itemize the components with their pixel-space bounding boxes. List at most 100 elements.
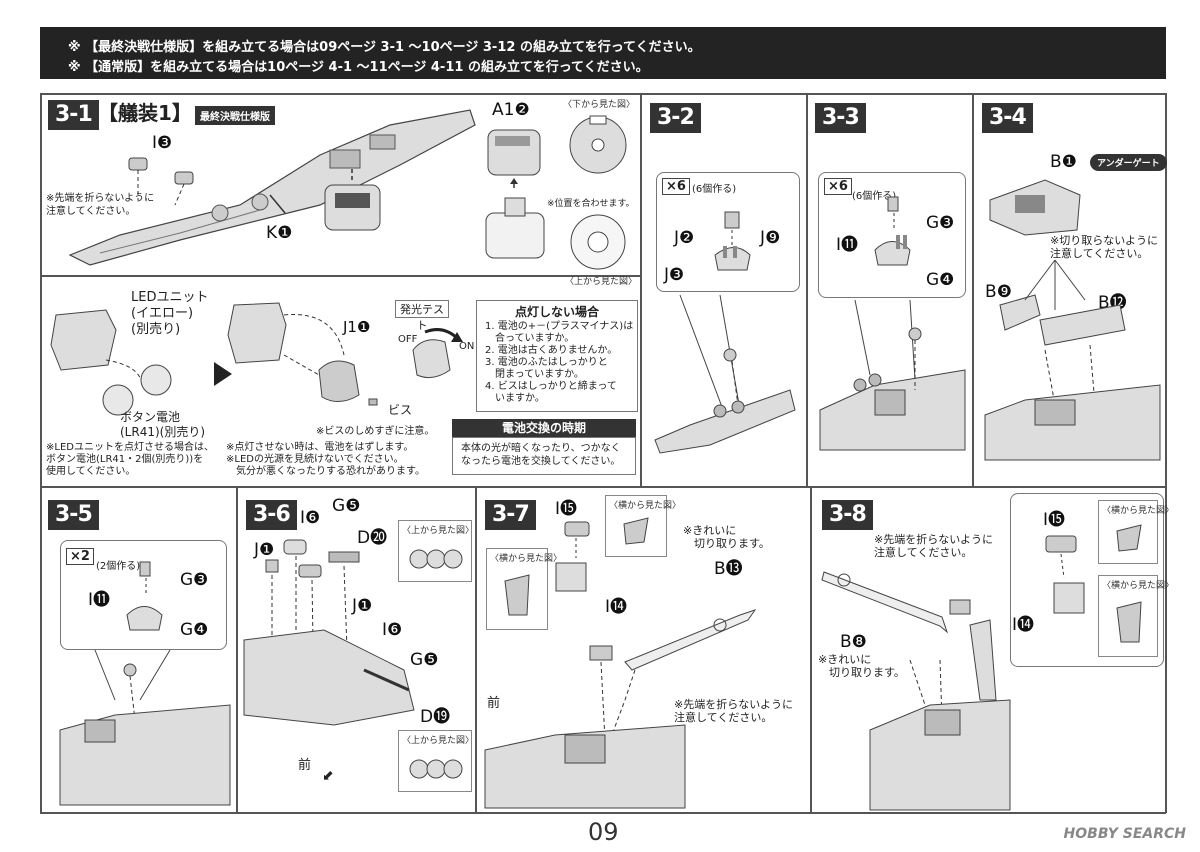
top-view-box-2: 〈上から見た図〉 [398, 730, 475, 792]
step-title-3-1: 【艤装1】 [98, 101, 192, 125]
note-unlit: ※点灯させない時は、電池をはずします。 ※LEDの光源を見続けないでください。 … [226, 442, 425, 477]
note-align: ※位置を合わせます。 [547, 199, 635, 209]
side-view-i15-illustration [623, 517, 649, 545]
note-tip-3-1: ※先端を折らないように 注意してください。 [46, 193, 155, 217]
grid-right [1165, 93, 1167, 813]
grid-3-1-split [40, 275, 640, 277]
ship-3-5-illustration [59, 649, 231, 806]
battery-title: 電池交換の時期 [452, 419, 636, 437]
troubleshoot-item: 1. 電池の+－(プラスマイナス)は 合っていますか。 [485, 321, 634, 344]
mult-3-2: ×6 [662, 178, 690, 195]
top-view-box-1: 〈上から見た図〉 [398, 520, 475, 582]
step-number-3-3: 3-3 [815, 103, 866, 133]
label-i15-3-8: I⓯ [1043, 510, 1066, 530]
note-led: ※LEDユニットを点灯させる場合は、 ボタン電池(LR41・2個(別売り))を … [46, 442, 214, 477]
label-b13: B⓭ [714, 559, 743, 579]
button-battery-label: ボタン電池 (LR41)(別売り) [120, 410, 206, 439]
side-view-3-8a-illustration [1116, 524, 1142, 552]
label-j1-top: J❶ [254, 540, 275, 560]
top-view-d20-illustration [409, 549, 463, 569]
side-view-box-3-7a: 〈横から見た図〉 [605, 495, 681, 557]
off-label: OFF [398, 334, 418, 345]
label-g5-bottom: G❺ [410, 650, 439, 670]
page-number: 09 [588, 818, 619, 846]
turret-3-3-illustration [874, 196, 911, 266]
view-bottom-label: 〈下から見た図〉 [563, 100, 636, 110]
grid-left [40, 93, 42, 813]
troubleshoot-item: 2. 電池は古くありませんか。 [485, 345, 618, 356]
next-arrow-icon [214, 362, 232, 386]
mult-note-3-3: (6個作る) [852, 191, 897, 202]
watermark-text: HOBBY SEARCH [1063, 826, 1186, 842]
view-side-3-8-b: 〈横から見た図〉 [1102, 581, 1175, 591]
label-g4-3-3: G❹ [926, 270, 955, 290]
label-i14-3-8: I⓮ [1012, 615, 1035, 635]
mult-note-3-2: (6個作る) [692, 184, 737, 195]
view-top-3-6-b: 〈上から見た図〉 [402, 736, 475, 746]
label-d20: D⓴ [357, 528, 388, 548]
grid-v-6 [810, 486, 812, 812]
label-i14-3-7: I⓮ [605, 597, 628, 617]
side-view-3-8b-illustration [1116, 601, 1142, 643]
label-g5-top: G❺ [332, 496, 361, 516]
turret-3-2-illustration [714, 211, 751, 271]
screw-label: ビス [388, 403, 413, 417]
step-number-3-2: 3-2 [650, 103, 701, 133]
note-clean-3-8: ※きれいに 切り取ります。 [818, 653, 905, 679]
troubleshoot-title: 点灯しない場合 [514, 305, 599, 319]
led-cover-illustration [227, 302, 378, 406]
mult-note-3-5: (2個作る) [96, 561, 141, 572]
note-clean-3-7: ※きれいに 切り取ります。 [683, 524, 770, 550]
battery-box: 本体の光が暗くなったり、つかなく なったら電池を交換してください。 [452, 437, 636, 475]
view-top-3-6-a: 〈上から見た図〉 [402, 526, 475, 536]
label-j2: J❷ [674, 228, 695, 248]
grid-v-5 [475, 486, 477, 812]
grid-v-3 [972, 93, 974, 486]
troubleshoot-item: 4. ビスはしっかりと締まって いますか。 [485, 381, 617, 404]
battery-text: 本体の光が暗くなったり、つかなく なったら電池を交換してください。 [461, 443, 621, 467]
i3-parts-illustration [128, 157, 194, 206]
troubleshoot-box: 点灯しない場合 1. 電池の+－(プラスマイナス)は 合っていますか。2. 電池… [476, 300, 638, 412]
note-tip-3-8: ※先端を折らないように 注意してください。 [874, 533, 993, 559]
ship-3-7-illustration [484, 645, 686, 809]
mult-3-3: ×6 [824, 178, 852, 195]
step-number-3-8: 3-8 [822, 500, 873, 530]
top-view-disc [570, 214, 626, 270]
view-side-3-7-b: 〈横から見た図〉 [490, 554, 563, 564]
step-number-3-1: 3-1 [48, 100, 99, 130]
note-cut: ※切り取らないように 注意してください。 [1050, 234, 1158, 260]
grid-middle [40, 486, 1166, 488]
side-view-i14-illustration [504, 574, 530, 616]
ship-3-2-illustration [654, 294, 796, 454]
step-number-3-6: 3-6 [246, 500, 297, 530]
view-top-label: 〈上から見た図〉 [565, 277, 638, 287]
side-view-box-3-7b: 〈横から見た図〉 [486, 548, 562, 630]
label-i3: I❸ [152, 133, 173, 153]
label-i6-bottom: I❻ [382, 620, 403, 640]
banner-line-1: ※ 【最終決戦仕様版】を組み立てる場合は09ページ 3-1 ～10ページ 3-1… [68, 40, 701, 55]
ship-3-6-illustration [243, 539, 415, 726]
step-number-3-4: 3-4 [982, 103, 1033, 133]
troubleshoot-item: 3. 電池のふたはしっかりと 閉まっていますか。 [485, 357, 608, 380]
view-side-3-7-a: 〈横から見た図〉 [609, 501, 682, 511]
label-i11-3-5: I⓫ [88, 590, 111, 610]
view-side-3-8-a: 〈横から見た図〉 [1102, 506, 1175, 516]
led-unit-label: LEDユニット (イエロー) (別売り) [131, 290, 209, 337]
label-b1: B❶ [1050, 152, 1077, 172]
label-i6-top: I❻ [300, 508, 321, 528]
label-j11: J1❶ [343, 318, 371, 336]
step-number-3-7: 3-7 [485, 500, 536, 530]
label-j3: J❸ [664, 265, 685, 285]
bridge-3-4-illustration [984, 179, 1161, 461]
top-view-d19-illustration [409, 759, 463, 779]
label-g3-3-5: G❸ [180, 570, 209, 590]
mast-3-7-illustration [624, 609, 757, 671]
label-b9: B❾ [985, 282, 1012, 302]
screw-note: ※ビスのしめすぎに注意。 [316, 426, 435, 437]
grid-top [40, 93, 1166, 95]
note-tip-3-7: ※先端を折らないように 注意してください。 [674, 698, 793, 724]
label-i15-3-7: I⓯ [555, 499, 578, 519]
grid-v-2 [806, 93, 808, 486]
on-label: ON [459, 341, 475, 352]
i15-i14-illustration [555, 521, 590, 592]
